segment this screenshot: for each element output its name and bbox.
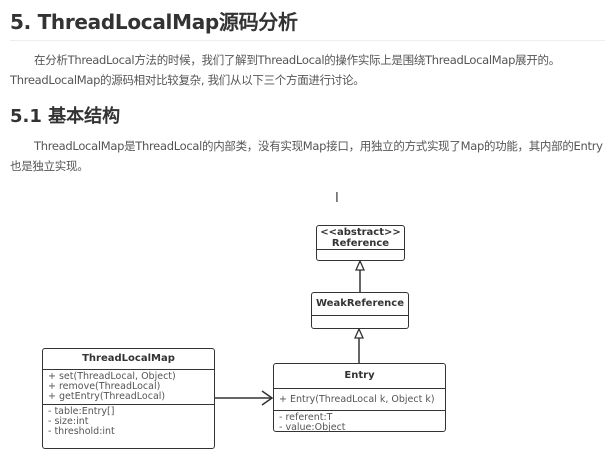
method: + remove(ThreadLocal)	[48, 381, 161, 392]
text-cursor-icon: I	[335, 191, 339, 206]
divider	[10, 40, 605, 41]
page-title: 5. ThreadLocalMap源码分析	[10, 10, 298, 34]
inheritance-arrow-icon	[354, 259, 366, 271]
section-heading: 5.1 基本结构	[10, 106, 121, 127]
field: - referent:T	[279, 412, 333, 423]
field: - threshold:int	[48, 426, 115, 437]
association-arrow-icon	[261, 390, 274, 406]
field: - table:Entry[]	[48, 406, 115, 417]
method: + getEntry(ThreadLocal)	[48, 391, 166, 402]
uml-class-entry: Entry + Entry(ThreadLocal k, Object k) -…	[273, 363, 446, 433]
class-name: WeakReference	[315, 298, 404, 309]
uml-class-weakreference: WeakReference	[311, 292, 409, 329]
class-name: Entry	[344, 370, 375, 381]
class-name: Reference	[331, 238, 390, 249]
field: - size:int	[48, 416, 89, 427]
class-name: ThreadLocalMap	[82, 353, 175, 364]
inheritance-arrow-icon	[353, 327, 365, 339]
uml-class-reference: <<abstract>> Reference	[316, 225, 405, 261]
intro-paragraph: 在分析ThreadLocal方法的时候，我们了解到ThreadLocal的操作实…	[10, 53, 560, 87]
method: + set(ThreadLocal, Object)	[48, 371, 176, 382]
stereotype: <<abstract>>	[320, 227, 401, 238]
uml-class-threadlocalmap: ThreadLocalMap + set(ThreadLocal, Object…	[42, 348, 215, 449]
method: + Entry(ThreadLocal k, Object k)	[279, 394, 435, 405]
field: - value:Object	[279, 422, 346, 433]
body-paragraph: ThreadLocalMap是ThreadLocal的内部类，没有实现Map接口…	[10, 139, 603, 173]
